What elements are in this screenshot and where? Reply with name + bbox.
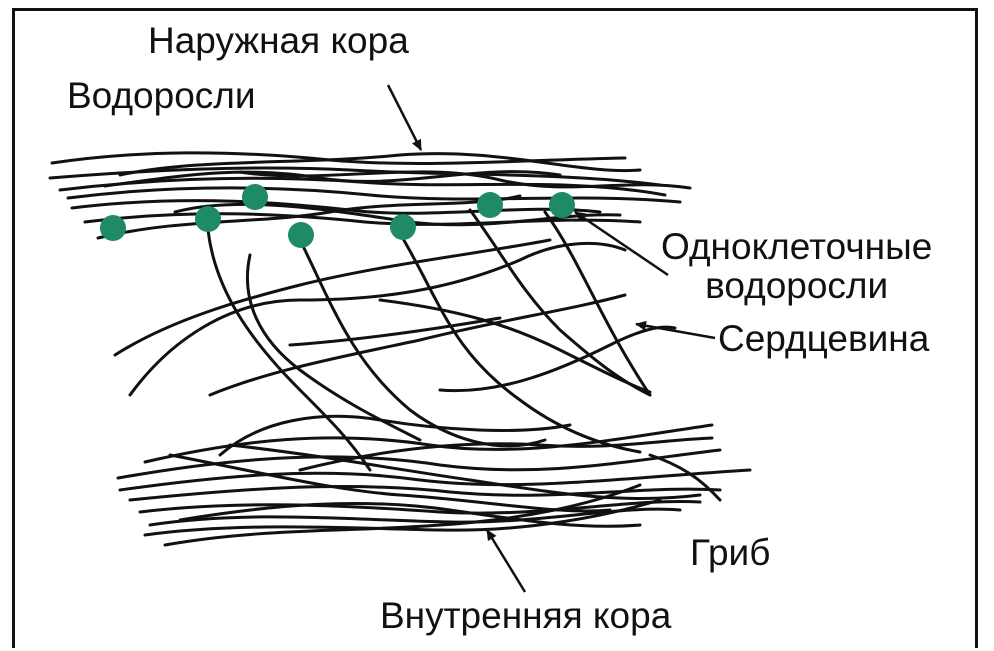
inner-cortex-arrow: [487, 530, 525, 592]
algae-cell: [195, 206, 221, 232]
algae-cell: [100, 215, 126, 241]
inner-cortex-hyphae: [118, 425, 750, 545]
algae-cell: [390, 214, 416, 240]
unicellular-algae-label: Одноклеточные водоросли: [661, 228, 932, 306]
inner-cortex-label: Внутренняя кора: [380, 597, 671, 636]
algae-cell: [242, 184, 268, 210]
fungus-label: Гриб: [690, 534, 770, 573]
algae-cell: [549, 192, 575, 218]
algae-cell: [477, 192, 503, 218]
outer-cortex-label: Наружная кора: [148, 22, 409, 61]
algae-cell: [288, 222, 314, 248]
medulla-hyphae: [115, 210, 675, 470]
outer-cortex-arrow: [388, 85, 421, 150]
algae-label: Водоросли: [67, 77, 256, 116]
medulla-label: Сердцевина: [718, 320, 929, 359]
